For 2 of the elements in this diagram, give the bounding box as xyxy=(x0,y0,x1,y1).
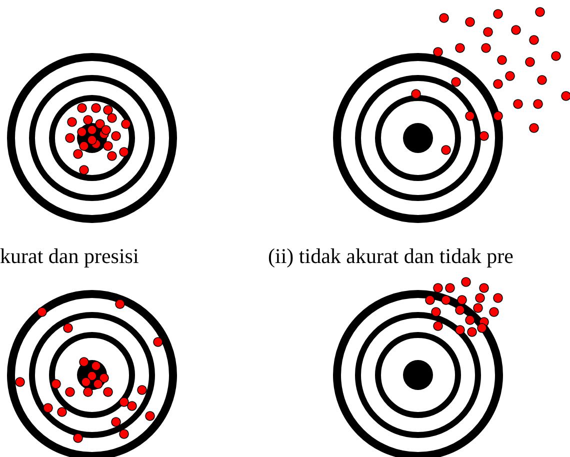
caption: (ii) tidak akurat dan tidak pre xyxy=(268,244,514,269)
caption: kurat dan presisi xyxy=(0,244,139,269)
